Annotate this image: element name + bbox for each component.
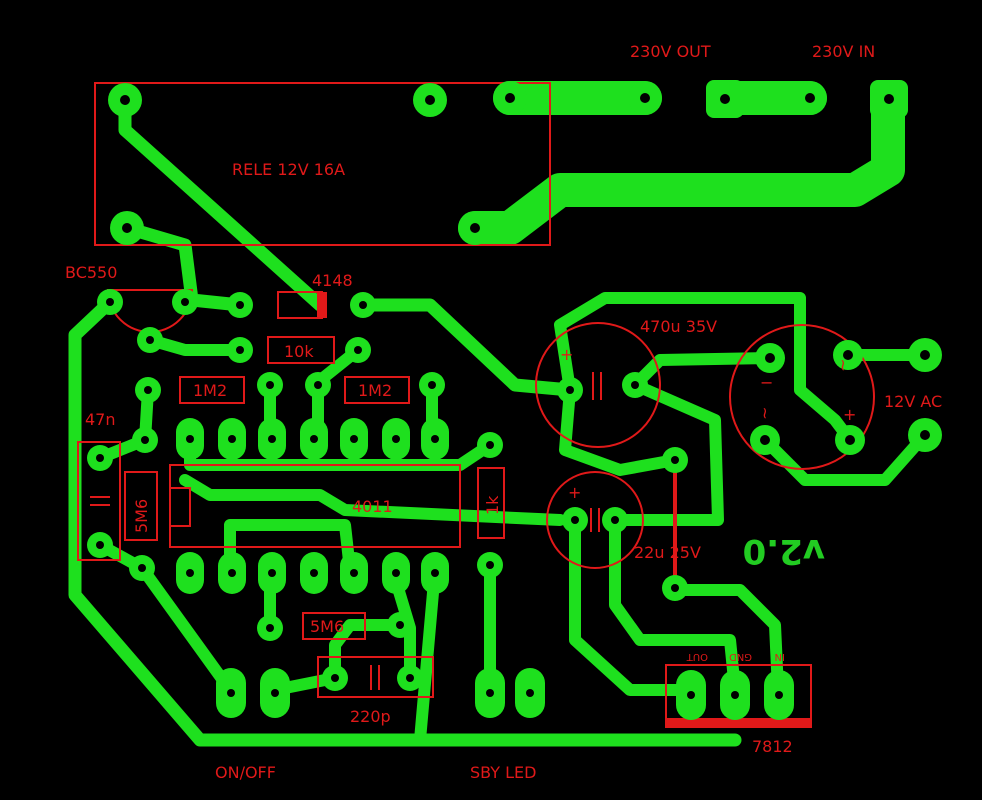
ic-outline: [169, 464, 461, 548]
cap470-outline: [535, 322, 661, 448]
version-label: v2.0: [743, 531, 825, 571]
pin-out-label: OUT: [686, 651, 708, 662]
bridge-tilde-2: ~: [755, 407, 774, 420]
r1m2a-outline: [179, 376, 245, 404]
r5m6v-outline: [124, 471, 158, 541]
pad-holes: [96, 93, 930, 699]
trace-47n-onoff: [94, 539, 236, 696]
trace-cap470-pos: [559, 384, 681, 476]
trace-diode-cap470: [356, 298, 577, 397]
trace-ic-ground: [414, 564, 441, 746]
trace-5m6-220p: [269, 619, 406, 696]
r1m2b-label: 1M2: [358, 381, 392, 400]
capacitor-symbols: [90, 372, 602, 690]
pin-in-label: IN: [775, 651, 785, 662]
out230-label: 230V OUT: [630, 42, 711, 61]
r5m6h-label: 5M6: [310, 617, 344, 636]
cap220p-outline: [317, 656, 434, 698]
trace-relay-diode: [118, 93, 327, 312]
r1m2b-outline: [344, 376, 410, 404]
trace-bridge-ac: [759, 429, 931, 486]
silkscreen-outlines: [77, 82, 875, 728]
cap470-label: 470u 35V: [640, 317, 717, 336]
trace-cap470-ac: [554, 292, 856, 446]
trace-relay-transistor: [120, 221, 247, 312]
trace-230in-relay: [458, 81, 905, 245]
regulator-label: 7812: [752, 737, 793, 756]
r1m2a-label: 1M2: [193, 381, 227, 400]
r10k-label: 10k: [284, 342, 314, 361]
pads: [87, 80, 942, 720]
trace-cap470-gnd: [604, 379, 724, 526]
trace-left-ground-loop: [68, 295, 742, 747]
trace-ic-cap22: [179, 474, 566, 526]
r1k-outline: [477, 467, 505, 539]
bridge-outline: [729, 324, 875, 470]
bridge-tilde-1: ~: [833, 359, 852, 372]
cap22-label: 22u 25V: [634, 543, 701, 562]
diode-label: 4148: [312, 271, 353, 290]
r1k-label: 1k: [483, 495, 502, 515]
component-labels: RELE 12V 16A 230V OUT 230V IN BC550 4148…: [65, 42, 942, 782]
trace-cap22-gnd: [609, 514, 741, 696]
r10k-outline: [267, 336, 335, 364]
in230-label: 230V IN: [812, 42, 875, 61]
regulator-tab: [666, 718, 811, 728]
bridge-plus: +: [843, 405, 856, 424]
copper-traces: [68, 81, 931, 747]
trace-bc550-10k: [144, 334, 246, 356]
relay-outline: [94, 82, 551, 246]
trace-cap22-regout: [569, 514, 696, 696]
relay-label: RELE 12V 16A: [232, 160, 345, 179]
ac12-label: 12V AC: [884, 392, 942, 411]
onoff-label: ON/OFF: [215, 763, 276, 782]
sbyled-label: SBY LED: [470, 763, 536, 782]
r5m6h-outline: [302, 612, 366, 640]
cap22-outline: [546, 471, 644, 569]
trace-reg-in: [669, 584, 784, 696]
bc550-label: BC550: [65, 263, 117, 282]
ic-notch: [169, 487, 191, 527]
ic-label: 4011: [352, 497, 393, 516]
cap47n-outline: [77, 441, 121, 561]
cap470-plus: +: [560, 345, 573, 364]
cap220p-label: 220p: [350, 707, 391, 726]
pin-gnd-label: GND: [729, 651, 752, 662]
diode-band: [317, 292, 327, 318]
bridge-minus: −: [760, 373, 773, 392]
cap47n-label: 47n: [85, 410, 116, 429]
cap22-plus: +: [568, 483, 581, 502]
r5m6v-label: 5M6: [132, 499, 151, 533]
